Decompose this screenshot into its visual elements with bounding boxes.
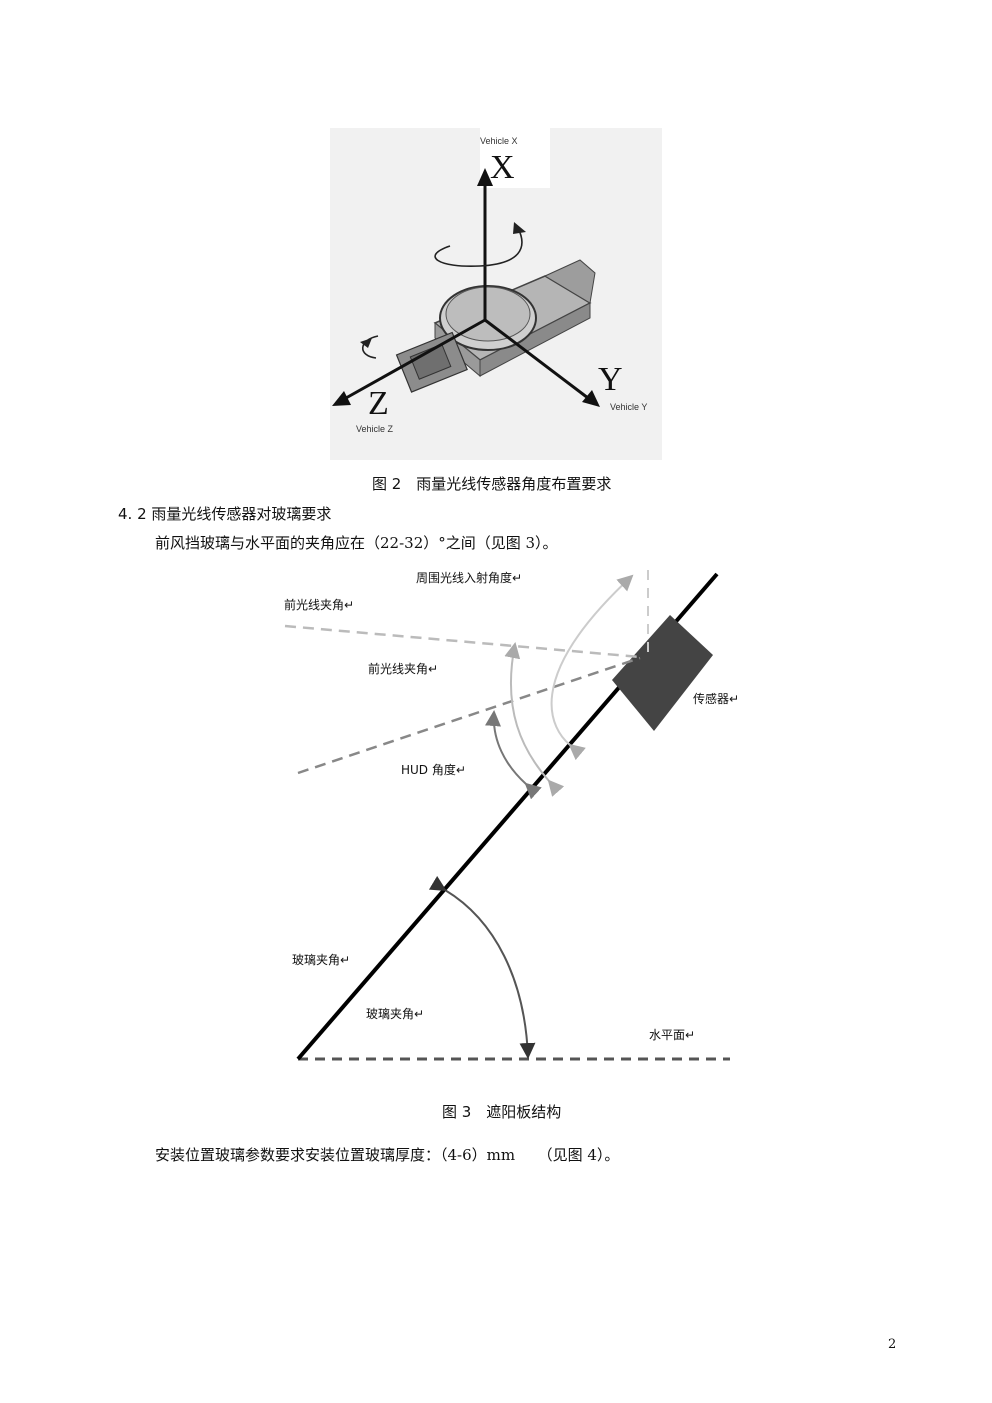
front-light-ray-upper [284, 624, 641, 659]
axis-z-arrow [332, 318, 486, 406]
figure-2-sensor-axes: X Vehicle X Y Vehicle Y Z Vehicle Z [330, 128, 662, 460]
glass-angle-arc [428, 875, 536, 1059]
axis-x-small-label: Vehicle X [480, 136, 518, 146]
sensor-block [612, 615, 713, 731]
page-number: 2 [888, 1337, 897, 1352]
axis-x-big-label: X [490, 149, 515, 186]
label-ambient-light-angle: 周围光线入射角度↵ [416, 570, 522, 585]
axis-z-big-label: Z [368, 385, 389, 422]
figure-3-caption: 图 3 遮阳板结构 [442, 1103, 562, 1121]
label-front-light-angle-left: 前光线夹角↵ [284, 597, 354, 612]
axis-x-arrow [477, 168, 493, 320]
figure-3-windshield-angles: 周围光线入射角度↵ 前光线夹角↵ 前光线夹角↵ 传感器↵ HUD 角度↵ 玻璃夹… [284, 570, 739, 1061]
hud-angle-arc [485, 710, 542, 800]
axis-y-arrow [484, 318, 600, 407]
label-hud-angle: HUD 角度↵ [401, 762, 466, 777]
rain-light-sensor-image [395, 259, 596, 393]
label-glass-angle-mid: 玻璃夹角↵ [366, 1007, 424, 1021]
front-light-angle-arc [504, 642, 565, 797]
label-glass-angle-left: 玻璃夹角↵ [292, 953, 350, 967]
figure-2-caption: 图 2 雨量光线传感器角度布置要求 [372, 475, 612, 493]
figure-2-label-patch [480, 128, 550, 188]
axis-z-small-label: Vehicle Z [356, 424, 394, 434]
paragraph-windshield-angle: 前风挡玻璃与水平面的夹角应在（22-32）°之间（见图 3）。 [155, 534, 558, 552]
section-heading: 4. 2 雨量光线传感器对玻璃要求 [118, 505, 332, 523]
label-sensor: 传感器↵ [693, 691, 739, 706]
rotation-arrow-x-icon [434, 227, 523, 267]
rotation-arrow-z-icon [361, 335, 379, 359]
label-front-light-angle-mid: 前光线夹角↵ [368, 661, 438, 676]
front-light-ray-lower [297, 656, 641, 775]
label-horizontal-plane: 水平面↵ [649, 1028, 695, 1042]
paragraph-glass-thickness: 安装位置玻璃参数要求安装位置玻璃厚度：（4-6）mm （见图 4）。 [155, 1146, 620, 1164]
axis-y-big-label: Y [598, 361, 623, 398]
axis-y-small-label: Vehicle Y [610, 402, 647, 412]
